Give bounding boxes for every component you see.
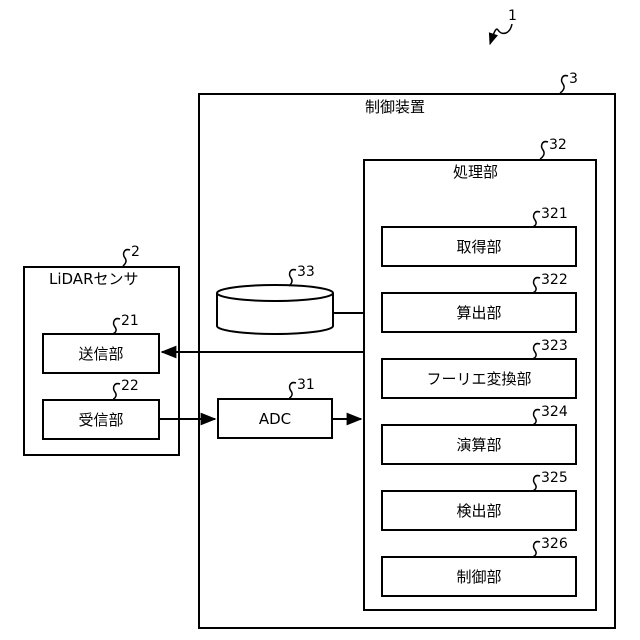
calculation-unit-ref: 322 <box>541 272 568 288</box>
computation-unit-label: 演算部 <box>456 434 501 455</box>
computation-unit-block: 演算部 <box>381 424 577 465</box>
control-device-title: 制御装置 <box>365 98 425 116</box>
acquisition-unit-block: 取得部 <box>381 226 577 267</box>
lidar-sensor-title: LiDARセンサ <box>49 270 139 288</box>
fourier-transform-unit-label: フーリエ変換部 <box>426 368 531 389</box>
figure-ref-label: 1 <box>508 8 517 24</box>
receiver-ref: 22 <box>121 378 139 394</box>
lidar-sensor-ref: 2 <box>131 244 140 260</box>
calculation-unit-label: 算出部 <box>456 302 501 323</box>
computation-unit-ref: 324 <box>541 404 568 420</box>
storage-label: 記憶部 <box>251 308 296 326</box>
fourier-transform-unit-block: フーリエ変換部 <box>381 358 577 399</box>
control-unit-label: 制御部 <box>456 566 501 587</box>
adc-ref: 31 <box>297 377 315 393</box>
detection-unit-label: 検出部 <box>456 500 501 521</box>
transmitter-ref: 21 <box>121 313 139 329</box>
adc-block: ADC <box>217 398 333 439</box>
receiver-label: 受信部 <box>78 409 123 430</box>
control-unit-block: 制御部 <box>381 556 577 597</box>
control-unit-ref: 326 <box>541 536 568 552</box>
acquisition-unit-label: 取得部 <box>456 236 501 257</box>
processing-unit-title: 処理部 <box>453 163 498 181</box>
figure-ref-arrow <box>490 24 512 44</box>
calculation-unit-block: 算出部 <box>381 292 577 333</box>
detection-unit-block: 検出部 <box>381 490 577 531</box>
detection-unit-ref: 325 <box>541 470 568 486</box>
control-device-ref: 3 <box>569 71 578 87</box>
fourier-transform-unit-ref: 323 <box>541 338 568 354</box>
transmitter-block: 送信部 <box>42 333 160 374</box>
receiver-block: 受信部 <box>42 399 160 440</box>
acquisition-unit-ref: 321 <box>541 206 568 222</box>
storage-ref: 33 <box>297 264 315 280</box>
adc-label: ADC <box>259 410 291 428</box>
transmitter-label: 送信部 <box>78 343 123 364</box>
processing-unit-ref: 32 <box>549 137 567 153</box>
